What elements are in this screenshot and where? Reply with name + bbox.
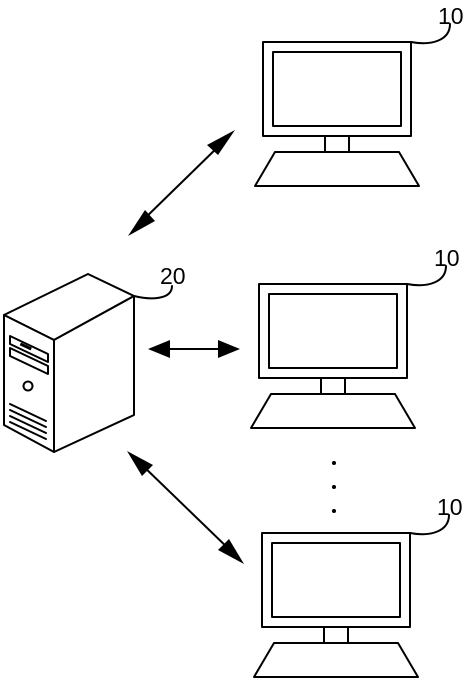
desktop-monitor-icon <box>253 532 419 678</box>
terminal-3: 10 <box>253 494 463 678</box>
connection-arrow-2 <box>148 340 240 358</box>
connection-arrow-3 <box>127 451 244 564</box>
terminal-2-ref-label: 10 <box>434 245 460 271</box>
terminal-3-leader-line <box>409 514 450 536</box>
terminal-3-ref-label: 10 <box>437 494 463 520</box>
server-leader-line <box>133 285 173 300</box>
ellipsis-dot <box>332 461 336 465</box>
tower-server-icon <box>3 273 135 453</box>
ellipsis-dot <box>332 509 336 513</box>
server-ref-label: 20 <box>160 263 186 289</box>
ellipsis-dot <box>332 485 336 489</box>
terminal-1-ref-label: 10 <box>438 3 464 29</box>
terminal-2-leader-line <box>406 265 447 287</box>
terminal-1-leader-line <box>410 23 451 45</box>
desktop-monitor-icon <box>254 41 420 187</box>
terminal-2: 10 <box>250 245 460 429</box>
server-20: 20 <box>3 263 186 453</box>
terminal-1: 10 <box>254 3 464 187</box>
desktop-monitor-icon <box>250 283 416 429</box>
ellipsis-dots <box>332 461 336 513</box>
connection-arrow-1 <box>128 130 235 236</box>
